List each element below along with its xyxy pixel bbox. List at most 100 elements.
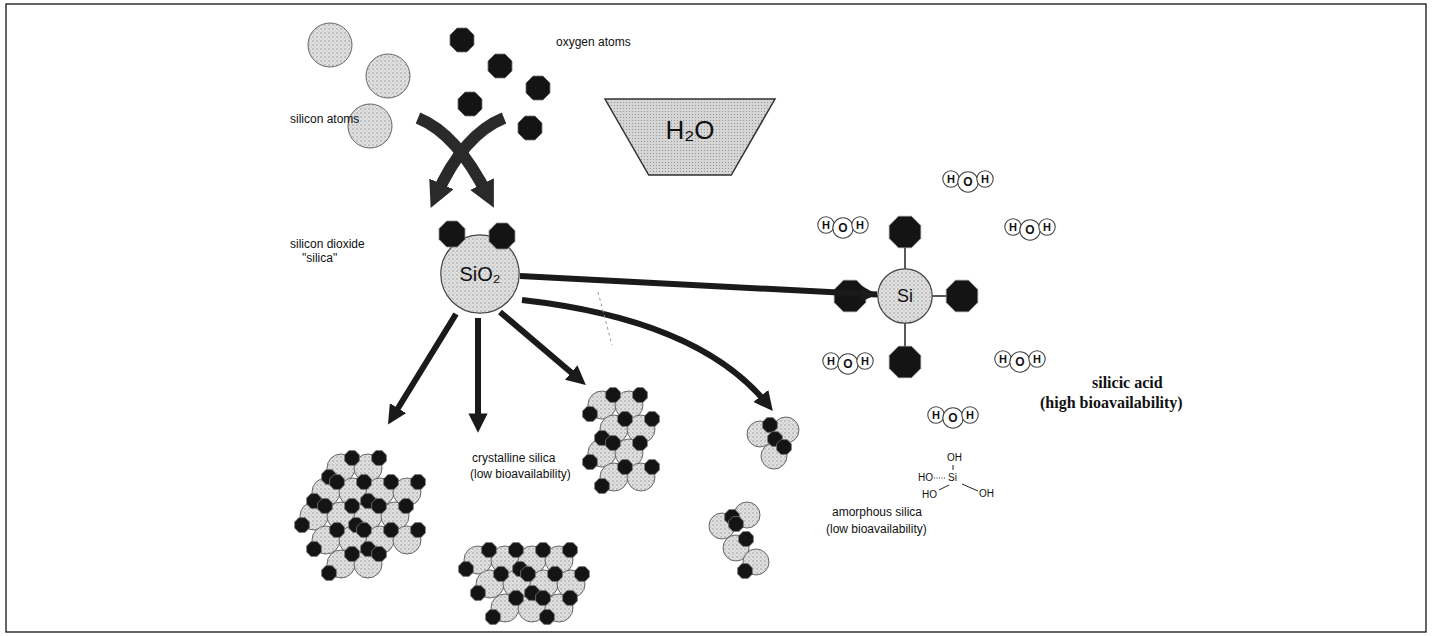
oxygen-atom [618, 460, 633, 475]
dashed-mark [598, 292, 612, 345]
formula-text: OH [979, 488, 994, 500]
oxygen-atom [494, 567, 509, 582]
node-circle [857, 353, 873, 369]
bond [939, 485, 949, 490]
oxygen-atom [583, 407, 598, 422]
node-circle [995, 351, 1011, 367]
bond [962, 484, 978, 491]
oxygen-atom: O [942, 407, 964, 429]
oxygen-atom [488, 54, 512, 78]
node-text: H [966, 410, 974, 421]
oxygen-atom [729, 517, 744, 532]
node-text: H [932, 410, 940, 421]
node-text: H [1009, 222, 1017, 233]
node-text: H [947, 174, 955, 185]
hydrogen-atom: H [851, 216, 869, 234]
oxygen-atom [548, 567, 563, 582]
caption-label: silicon dioxide [290, 238, 365, 252]
oxygen-atom [322, 566, 337, 581]
silica-molecule: SiO₂ [440, 234, 520, 314]
node-text: O [963, 176, 972, 188]
caption-label: amorphous silica [832, 506, 922, 520]
oxygen-atom: O [957, 171, 979, 193]
formula-text: HO [922, 489, 937, 501]
water-funnel: H₂O [604, 98, 776, 176]
node-text: H [1033, 354, 1041, 365]
oxygen-atom [489, 223, 515, 249]
node-circle [852, 217, 868, 233]
oxygen-atom [318, 499, 333, 514]
oxygen-atom [739, 532, 754, 547]
oxygen-atom [606, 388, 621, 403]
node-circle [977, 171, 993, 187]
node-text: O [948, 412, 957, 424]
node-text: H [861, 356, 869, 367]
hydrogen-atom: H [976, 170, 994, 188]
node-text: O [1025, 224, 1034, 236]
oxygen-atom [633, 388, 648, 403]
node-text: H [999, 354, 1007, 365]
hydrogen-atom: H [1004, 218, 1022, 236]
oxygen-atom [330, 523, 345, 538]
oxygen-atom [777, 440, 792, 455]
oxygen-atom [526, 76, 550, 100]
oxygen-atom [295, 518, 310, 533]
oxygen-atom [618, 412, 633, 427]
oxygen-atom [563, 543, 578, 558]
silicon-atom [366, 54, 410, 98]
oxygen-atom [384, 475, 399, 490]
oxygen-atom [606, 436, 621, 451]
hashed-bond [934, 478, 946, 479]
caption-label: (high bioavailability) [1040, 394, 1183, 412]
silicon-atom [308, 23, 352, 67]
oxygen-atom [946, 280, 977, 311]
caption-label: (low bioavailability) [470, 468, 571, 482]
oxygen-atom [345, 547, 360, 562]
hydrogen-atom: H [927, 406, 945, 424]
node-circle [943, 408, 963, 428]
oxygen-atom [384, 523, 399, 538]
silicon-atom: Si [877, 268, 933, 324]
node-circle [958, 172, 978, 192]
caption-label: silicic acid [1092, 374, 1163, 392]
node-text: O [838, 222, 847, 234]
frame [6, 4, 1426, 632]
hydrogen-atom: H [822, 352, 840, 370]
node-circle [1010, 352, 1030, 372]
oxygen-atom [563, 591, 578, 606]
hydrogen-atom: H [994, 350, 1012, 368]
caption-label: oxygen atoms [556, 36, 631, 50]
node-circle [1039, 219, 1055, 235]
node-circle [1020, 220, 1040, 240]
oxygen-atom [536, 543, 551, 558]
node-text: H [856, 220, 864, 231]
oxygen-atom [645, 460, 660, 475]
oxygen-atom [330, 475, 345, 490]
formula-text: Si [948, 472, 957, 484]
caption-label: crystalline silica [472, 452, 555, 466]
form-arrow [522, 300, 768, 405]
node-circle [818, 217, 834, 233]
oxygen-atom [583, 455, 598, 470]
node-text: H₂O [665, 117, 714, 143]
oxygen-atom [345, 499, 360, 514]
node-circle [833, 218, 853, 238]
oxygen-atom [482, 543, 497, 558]
oxygen-atom [411, 475, 426, 490]
oxygen-atom [439, 221, 465, 247]
node-text: H [822, 220, 830, 231]
oxygen-atom: O [1009, 351, 1031, 373]
node-text: O [843, 358, 852, 370]
formula-text: OH [947, 452, 962, 464]
oxygen-atom [536, 591, 551, 606]
oxygen-atom [518, 116, 542, 140]
caption-label: (low bioavailability) [826, 523, 927, 537]
oxygen-atom [633, 436, 648, 451]
hydrogen-atom: H [1028, 350, 1046, 368]
oxygen-atom [738, 564, 753, 579]
oxygen-atom [889, 346, 920, 377]
